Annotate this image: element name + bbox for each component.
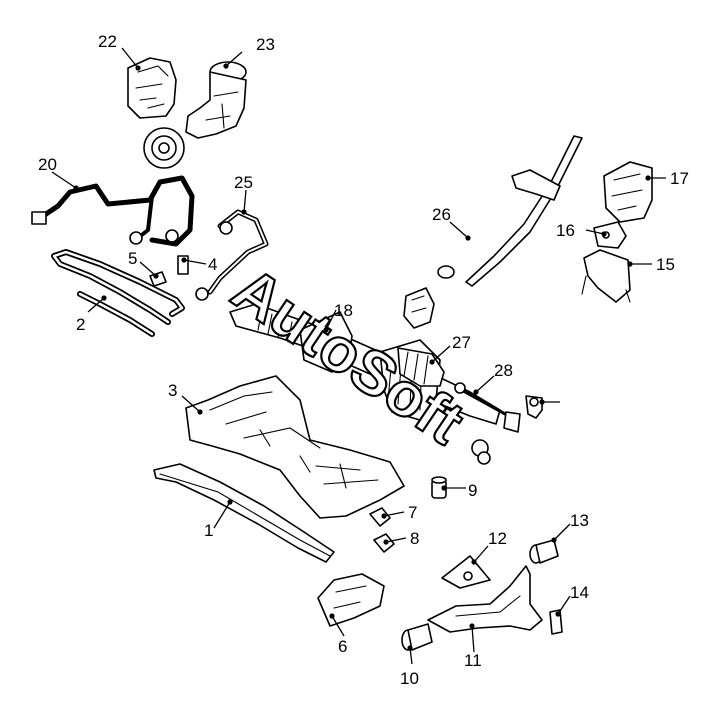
- callout-labels: 22 23 20 25 26 17 16 15 5 4 2 18 27 28 3…: [38, 32, 689, 688]
- part-27-tie-rod: [454, 382, 521, 433]
- callout-12: 12: [488, 529, 507, 548]
- part-20-pressure-hose: [31, 175, 195, 247]
- part-21-pump-housing: [127, 57, 177, 119]
- part-1-leaf-spring: [153, 463, 335, 563]
- callout-10: 10: [400, 669, 419, 688]
- part-7-bushing: [369, 507, 391, 527]
- callout-2: 2: [76, 315, 85, 334]
- part-11-control-arm: [427, 565, 543, 633]
- callout-21: 22: [98, 32, 117, 51]
- callout-23: 25: [234, 173, 253, 192]
- callout-27: 28: [494, 361, 513, 380]
- part-3-front-subframe: [185, 375, 405, 519]
- callout-8: 8: [410, 529, 419, 548]
- part-16-mount-plate: [593, 221, 627, 249]
- callout-1: 1: [204, 521, 213, 540]
- callout-13: 13: [570, 511, 589, 530]
- callout-16: 16: [556, 221, 575, 240]
- callout-11: 11: [464, 651, 482, 670]
- part-15-reservoir-bracket: [581, 249, 631, 303]
- leader-lines: [51, 47, 666, 665]
- part-25-steering-shaft: [403, 135, 583, 329]
- part-26-rack-boot: [397, 347, 445, 387]
- part-12-ball-joint-plate: [441, 555, 491, 589]
- callout-25: 26: [432, 205, 451, 224]
- callout-5: 5: [128, 249, 137, 268]
- callout-20: 20: [38, 155, 57, 174]
- part-6-spring-bracket: [317, 573, 385, 627]
- part-10-arm-bushing: [401, 623, 433, 651]
- callout-9: 9: [468, 481, 477, 500]
- part-13-bushing: [529, 539, 559, 564]
- part-5-fitting: [149, 271, 167, 287]
- callout-18: 18: [334, 301, 353, 320]
- leader-dots: [73, 63, 651, 651]
- callout-17: 17: [670, 169, 689, 188]
- callout-3: 3: [168, 381, 177, 400]
- callout-22: 23: [256, 35, 275, 54]
- callout-14: 14: [570, 583, 589, 602]
- part-23-steering-pipe: [195, 209, 269, 301]
- callout-4: 4: [208, 255, 217, 274]
- part-2-return-hose: [51, 249, 185, 337]
- part-28-tie-rod-end: [525, 395, 543, 419]
- part-4-fitting: [177, 255, 189, 275]
- callout-26: 27: [452, 333, 471, 352]
- part-17-fluid-reservoir: [603, 161, 653, 223]
- callout-7: 7: [408, 503, 417, 522]
- callout-15: 15: [656, 255, 675, 274]
- callout-6: 6: [338, 637, 347, 656]
- part-22-power-steering-pump: [143, 61, 247, 169]
